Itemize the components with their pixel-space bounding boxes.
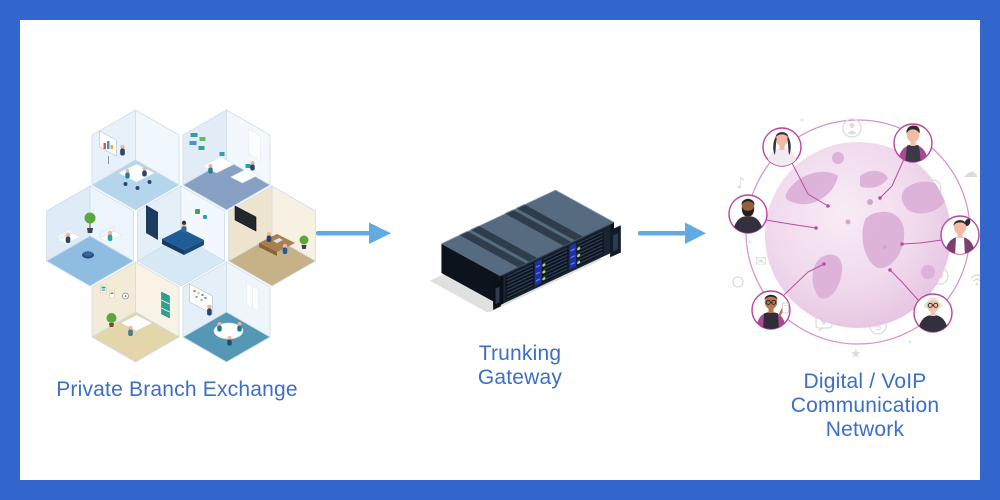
node-pbx xyxy=(45,107,317,365)
server-illustration xyxy=(429,189,621,312)
music-note-icon: ♪ xyxy=(736,174,746,192)
server-blue-modules xyxy=(534,242,577,286)
hexagon-room-presentation xyxy=(91,109,180,211)
flow-arrow-2 xyxy=(638,221,707,245)
server-top-face xyxy=(441,190,615,276)
reception-desk xyxy=(162,229,204,255)
sticky-notes xyxy=(193,290,207,301)
avatar-man-with-phone xyxy=(751,290,791,330)
server-end-face xyxy=(441,243,500,306)
server-top-stripes xyxy=(459,204,584,268)
receptionist xyxy=(181,220,187,233)
wall-shelves xyxy=(189,133,206,150)
svg-text:♥: ♥ xyxy=(820,318,828,328)
hexagon-room-reception xyxy=(136,185,226,287)
wall-posters xyxy=(100,284,115,299)
connector-lines xyxy=(765,158,943,301)
avatar-man-beard xyxy=(728,194,768,234)
node-label-voip-network: Digital / VoIP Communication Network xyxy=(790,370,940,441)
star-icon: ★ xyxy=(850,347,862,362)
circle-icon xyxy=(732,276,744,288)
right-arrow-icon xyxy=(638,222,706,244)
glasses xyxy=(927,302,939,308)
user-icon xyxy=(842,118,862,138)
node-trunking-gateway xyxy=(412,156,622,312)
smartphone xyxy=(782,302,789,314)
topiary-plant xyxy=(299,235,309,249)
node-label-pbx: Private Branch Exchange xyxy=(56,378,298,401)
hexagon-room-manager-office xyxy=(227,185,317,287)
avatar-man-thumbs-up xyxy=(893,123,933,163)
connector-dots xyxy=(814,196,904,272)
hexagon-room-study xyxy=(91,261,180,363)
node-label-trunking-gateway: Trunking Gateway xyxy=(477,342,563,389)
server-leds xyxy=(542,247,581,281)
cloud-icon: ☁ xyxy=(963,163,978,181)
window xyxy=(248,128,261,162)
door xyxy=(146,205,158,240)
server-front-detail xyxy=(499,222,615,306)
flow-arrow-1 xyxy=(316,221,392,245)
network-illustration: ♪ ☁ ✉ xyxy=(728,118,980,362)
avatar-woman-ponytail xyxy=(940,215,980,255)
hexagon-room-whiteboard xyxy=(182,261,271,363)
wifi-icon xyxy=(970,274,980,286)
cabinet xyxy=(161,291,170,319)
desk xyxy=(229,168,260,184)
wall-tv xyxy=(234,205,257,232)
node-voip-network: ♪ ☁ ✉ xyxy=(720,102,980,364)
glasses xyxy=(765,299,777,305)
topiary-plant xyxy=(84,212,96,233)
avatar-woman-waving xyxy=(762,127,802,167)
right-arrow-icon xyxy=(316,222,391,244)
pbx-illustration xyxy=(45,109,317,363)
continents xyxy=(785,152,948,299)
topiary-plant xyxy=(106,313,117,327)
envelope-icon: ✉ xyxy=(755,254,767,270)
hexagon-room-workstations xyxy=(182,109,271,211)
avatar-elderly-man xyxy=(913,293,953,333)
hexagon-room-lounge xyxy=(45,185,135,287)
svg-text:$: $ xyxy=(875,320,882,333)
